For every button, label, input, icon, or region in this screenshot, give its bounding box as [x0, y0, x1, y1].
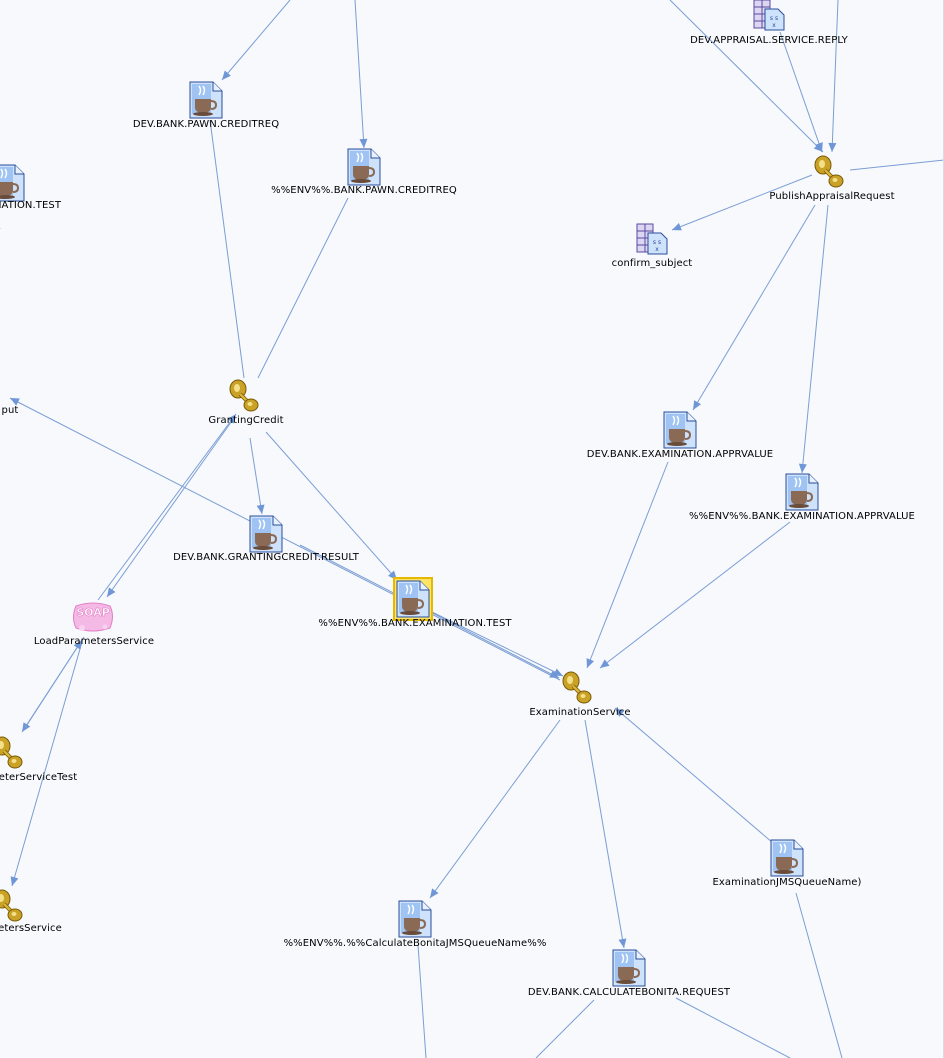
arrowhead [828, 142, 837, 152]
edge-n14-n8[interactable] [9, 397, 561, 681]
node-label: eterServiceTest [0, 772, 78, 783]
edge-n7-n11[interactable] [249, 437, 263, 515]
node-label: put [1, 405, 19, 416]
queue-icon [347, 148, 381, 190]
edge-n13-n17[interactable] [11, 641, 83, 887]
edge-n16-off-j[interactable] [795, 892, 843, 1058]
edge-n18-off-g[interactable] [417, 944, 427, 1058]
edge-n7-n12[interactable] [265, 431, 398, 581]
node-label: GrantingCredit [208, 415, 284, 426]
node-label: LoadParametersService [33, 636, 155, 647]
service-icon [0, 735, 25, 773]
queue-icon [398, 900, 432, 942]
node-label: INATION.TEST [0, 200, 62, 211]
arrowhead [222, 70, 231, 80]
arrowhead [618, 938, 627, 948]
arrowhead [73, 640, 82, 650]
service-icon [227, 378, 261, 416]
arrowhead [615, 708, 625, 717]
edge-off-d-n5[interactable] [831, 0, 839, 153]
edge-n12-n14[interactable] [431, 611, 564, 677]
node-label: %%ENV%%.BANK.EXAMINATION.TEST [318, 618, 512, 629]
arrowhead [430, 888, 439, 898]
svg-text:s s: s s [770, 15, 778, 22]
edge-n16-n14[interactable] [614, 707, 774, 844]
node-label: DEV.APPRAISAL.SERVICE.REPLY [690, 35, 848, 46]
queue-icon [785, 473, 819, 515]
edge-n5-n9[interactable] [692, 204, 816, 411]
edge-off-a-n1[interactable] [221, 0, 291, 81]
arrowhead [672, 222, 682, 231]
arrowhead [256, 504, 265, 514]
topic-icon: s s x [636, 223, 668, 259]
topic-icon: s s x [753, 0, 785, 35]
node-label: ExaminationService [529, 707, 631, 718]
svg-text:x: x [772, 22, 776, 29]
arrowhead [359, 138, 368, 148]
service-icon [0, 888, 25, 926]
edge-n13-n7[interactable] [97, 413, 237, 601]
node-label: %%ENV%%.BANK.EXAMINATION.APPRVALUE [689, 511, 915, 522]
edge-n15-n13[interactable] [24, 639, 83, 729]
edge-n9-n14[interactable] [586, 461, 669, 669]
edge-n19-off-h[interactable] [535, 999, 595, 1058]
node-label: ExaminationJMSQueueName) [712, 877, 862, 888]
svg-text:s s: s s [653, 239, 661, 246]
edge-n14-n18[interactable] [429, 719, 561, 899]
node-label: etersService [0, 923, 62, 934]
arrowhead [693, 400, 702, 410]
arrowhead [10, 876, 19, 886]
service-icon [560, 670, 594, 708]
arrowhead [10, 398, 20, 406]
queue-icon [189, 81, 223, 123]
queue-icon [612, 949, 646, 991]
edge-off-b-n2[interactable] [354, 0, 365, 149]
edge-n4-n5[interactable] [779, 31, 823, 153]
node-label: confirm_subject [611, 258, 693, 269]
node-label: DEV.BANK.GRANTINGCREDIT.RESULT [173, 552, 359, 563]
service-icon [812, 154, 846, 192]
edge-n7-n2[interactable] [257, 197, 349, 379]
arrowhead [553, 668, 563, 676]
queue-icon [770, 839, 804, 881]
arrowhead [815, 142, 823, 152]
edge-n5-n10[interactable] [801, 204, 829, 474]
node-label: DEV.BANK.CALCULATEBONITA.REQUEST [527, 987, 731, 998]
arrowhead [600, 659, 610, 668]
arrowhead [227, 414, 236, 424]
edge-off-c-n5[interactable] [669, 0, 824, 153]
edge-n5-off-e[interactable] [849, 159, 944, 171]
edge-n7-n13[interactable] [106, 417, 235, 598]
node-label: %%ENV%%.BANK.PAWN.CREDITREQ [271, 185, 457, 196]
queue-icon [396, 580, 430, 622]
arrowhead [586, 658, 595, 668]
node-label: DEV.BANK.PAWN.CREDITREQ [132, 119, 280, 130]
queue-icon [249, 515, 283, 557]
soap-icon: SOAP [72, 600, 114, 638]
edge-n1-n7[interactable] [209, 119, 245, 379]
arrowhead [798, 463, 807, 473]
queue-icon [0, 164, 25, 206]
edge-n19-off-i[interactable] [675, 997, 791, 1058]
svg-text:SOAP: SOAP [76, 606, 110, 619]
node-label: %%ENV%%.%%CalculateBonitaJMSQueueName%% [283, 938, 547, 949]
svg-text:x: x [655, 246, 659, 253]
arrowhead [107, 587, 116, 597]
queue-icon [663, 411, 697, 453]
node-label: PublishAppraisalRequest [769, 191, 895, 202]
node-label: DEV.BANK.EXAMINATION.APPRVALUE [586, 449, 774, 460]
edge-n5-n6[interactable] [671, 174, 813, 231]
edge-n14-n19[interactable] [584, 719, 625, 949]
edge-n10-n14[interactable] [599, 521, 791, 669]
